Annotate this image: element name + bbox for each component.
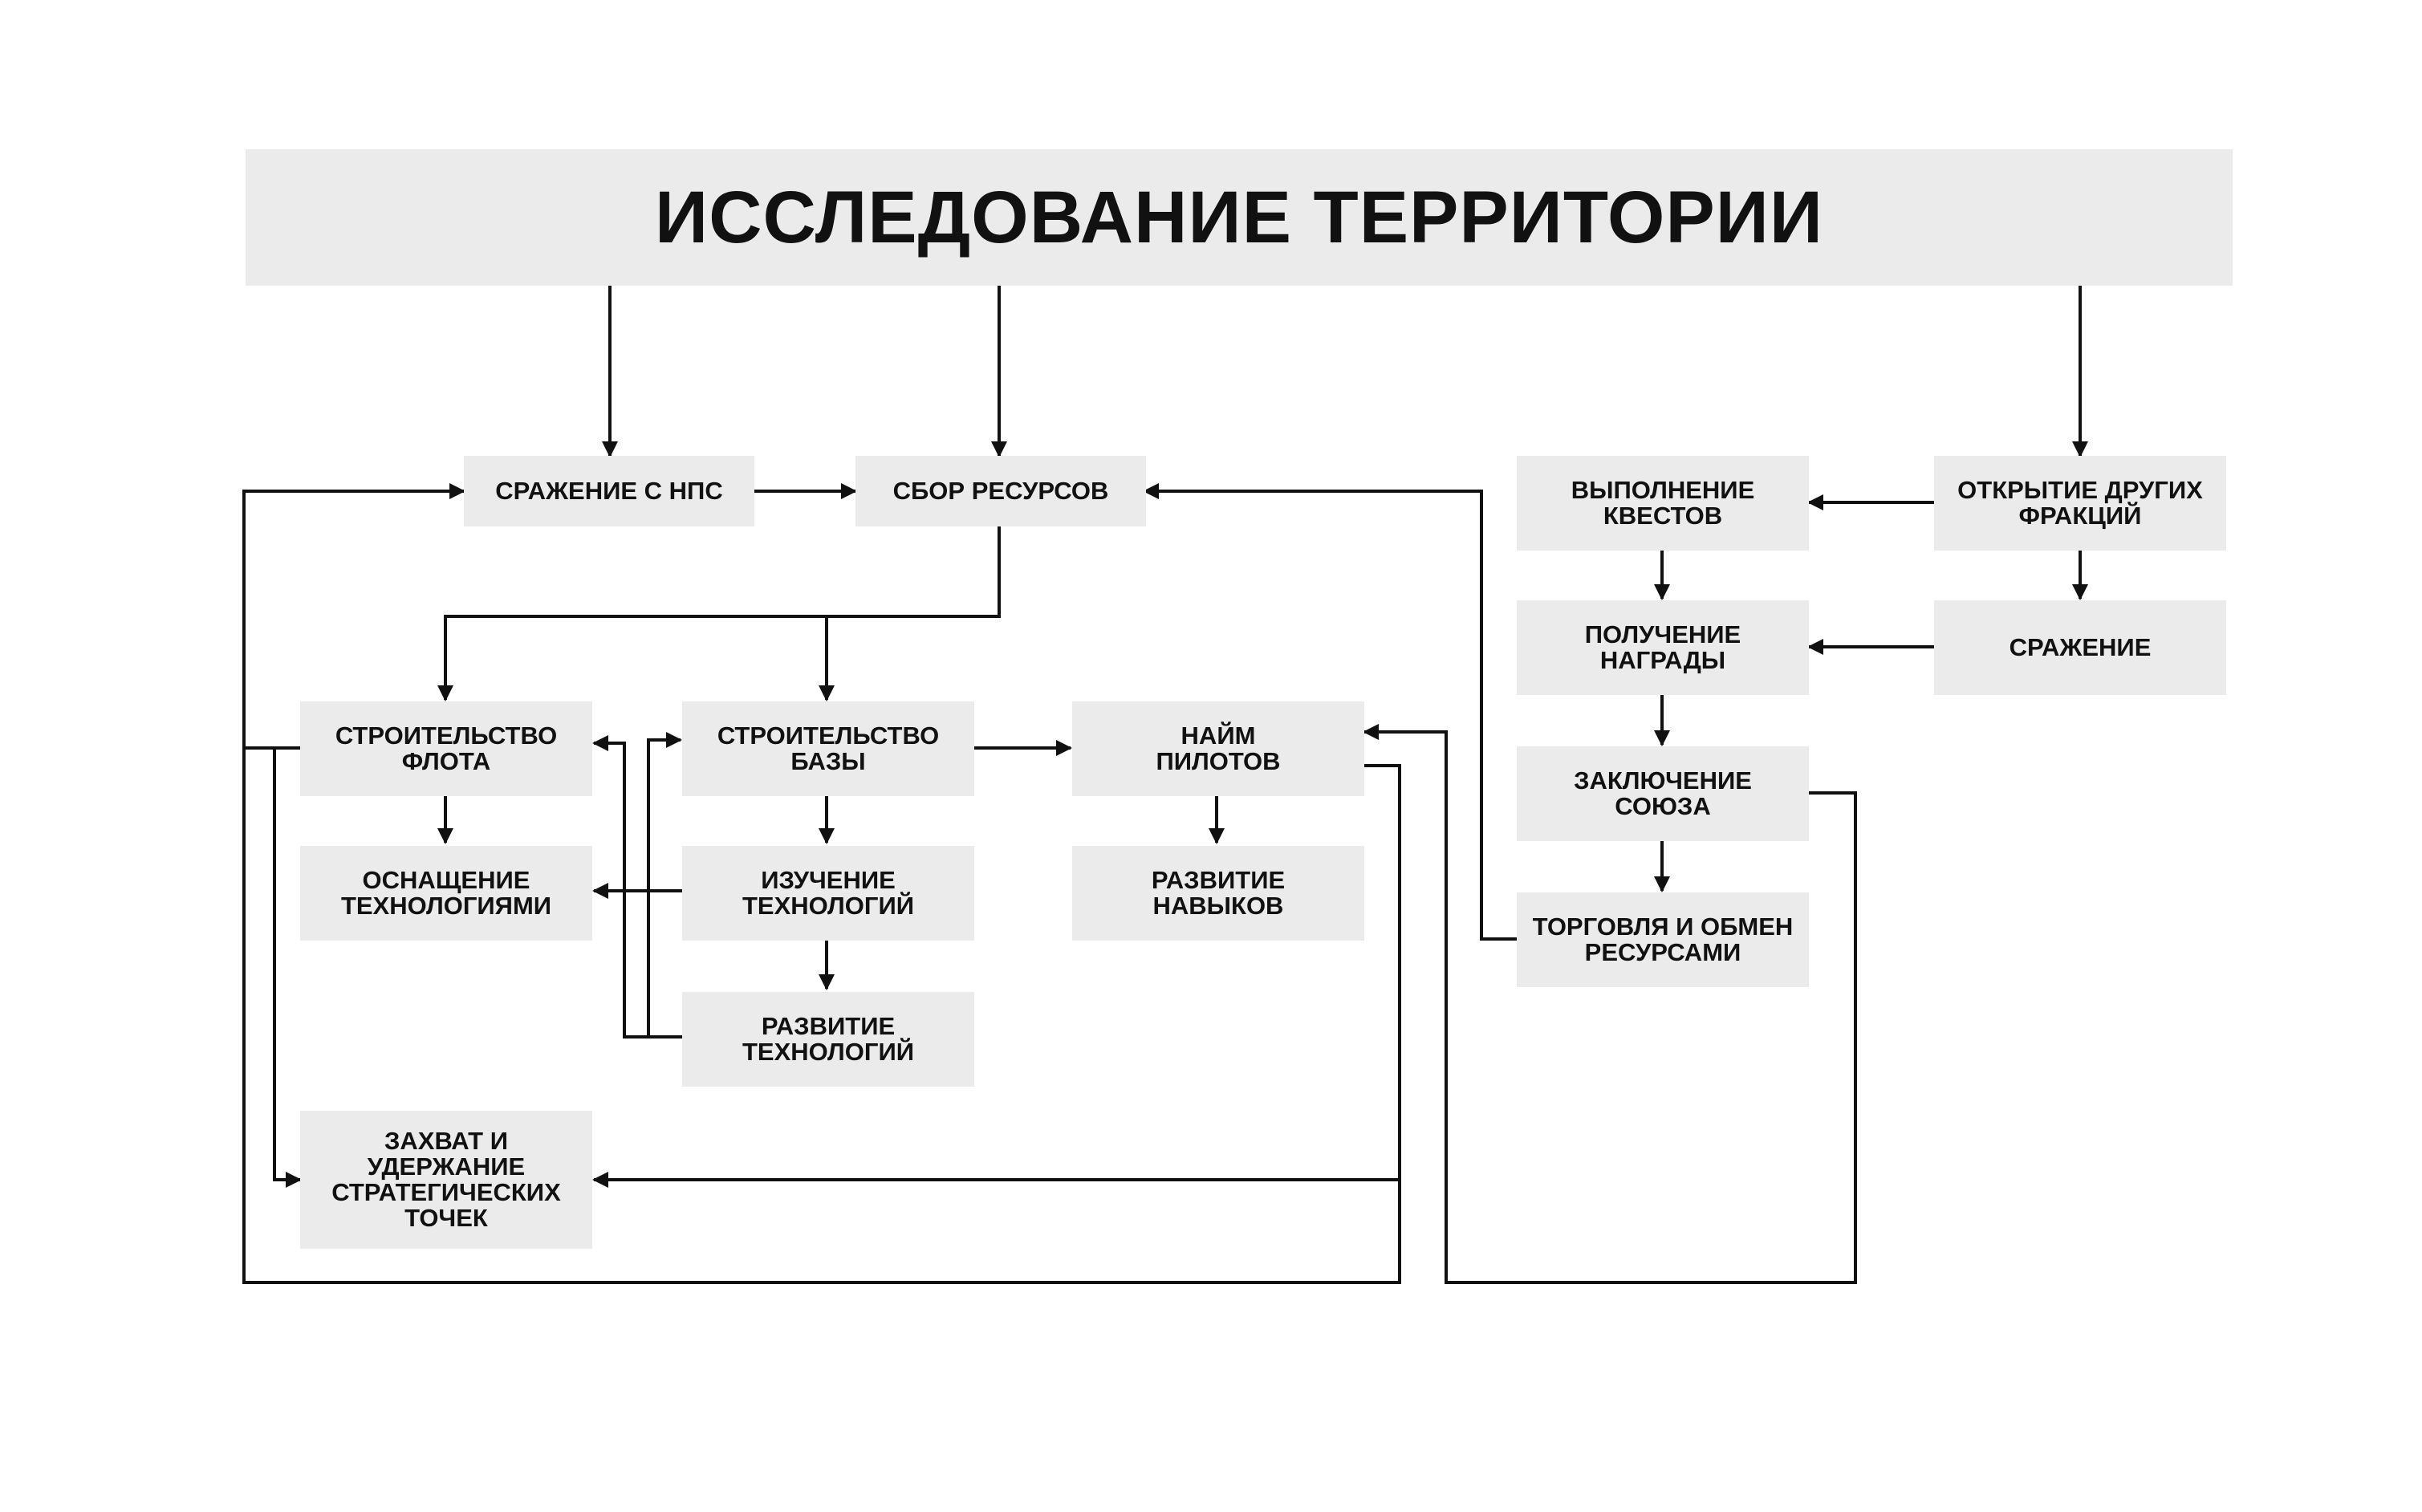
arrow-development-to-fleet	[592, 735, 682, 1038]
node-npc-battle: СРАЖЕНИЕ С НПС	[464, 456, 754, 526]
node-fleet-building: СТРОИТЕЛЬСТВО ФЛОТА	[300, 701, 592, 796]
node-alliance: ЗАКЛЮЧЕНИЕ СОЮЗА	[1517, 746, 1809, 841]
node-get-reward: ПОЛУЧЕНИЕ НАГРАДЫ	[1517, 600, 1809, 695]
node-tech-research: ИЗУЧЕНИЕ ТЕХНОЛОГИЙ	[682, 846, 974, 941]
node-trade: ТОРГОВЛЯ И ОБМЕН РЕСУРСАМИ	[1517, 892, 1809, 987]
node-tech-equipping: ОСНАЩЕНИЕ ТЕХНОЛОГИЯМИ	[300, 846, 592, 941]
node-pilot-hiring: НАЙМ ПИЛОТОВ	[1072, 701, 1364, 796]
node-open-factions: ОТКРЫТИЕ ДРУГИХ ФРАКЦИЙ	[1934, 456, 2226, 551]
node-tech-development: РАЗВИТИЕ ТЕХНОЛОГИЙ	[682, 992, 974, 1087]
arrow-development-to-base	[647, 732, 682, 1037]
line-bottom-loop	[242, 748, 1401, 1284]
arrow-resources-to-fleet	[437, 525, 1001, 701]
node-base-building: СТРОИТЕЛЬСТВО БАЗЫ	[682, 701, 974, 796]
arrow-alliance-to-pilots	[1363, 724, 1857, 1284]
node-resource-gathering: СБОР РЕСУРСОВ	[855, 456, 1146, 526]
node-battle: СРАЖЕНИЕ	[1934, 600, 2226, 695]
node-skill-development: РАЗВИТИЕ НАВЫКОВ	[1072, 846, 1364, 941]
arrow-trade-to-resources	[1143, 483, 1517, 941]
diagram-title: ИССЛЕДОВАНИЕ ТЕРРИТОРИИ	[246, 149, 2233, 286]
arrow-fleet-to-npc-battle	[242, 483, 465, 750]
node-quest-completion: ВЫПОЛНЕНИЕ КВЕСТОВ	[1517, 456, 1809, 551]
node-capture-points: ЗАХВАТ И УДЕРЖАНИЕ СТРАТЕГИЧЕСКИХ ТОЧЕК	[300, 1111, 592, 1249]
arrow-fleet-to-capture	[273, 748, 302, 1188]
arrow-pilots-to-capture	[592, 764, 1401, 1188]
